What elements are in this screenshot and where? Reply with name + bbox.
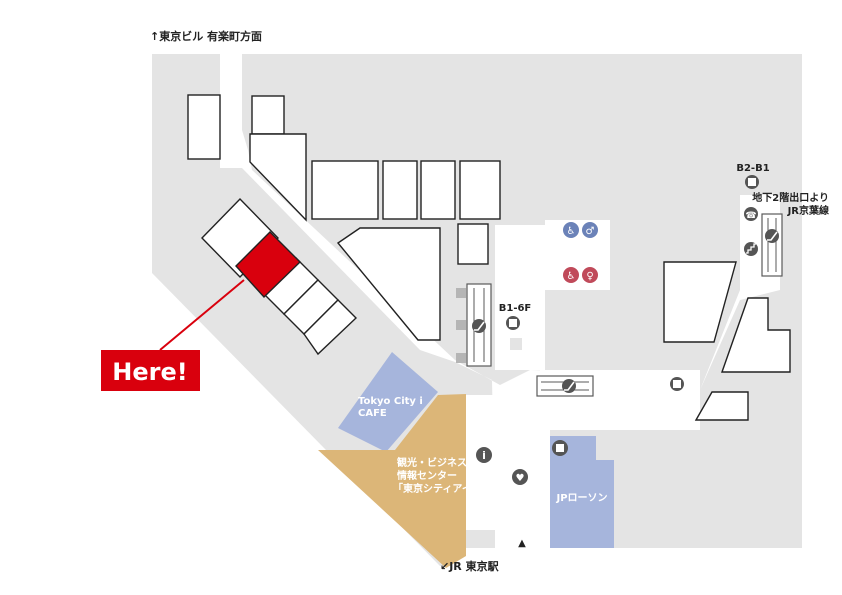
svg-text:♂: ♂ — [586, 226, 595, 237]
floor-range-center: B1-6F — [499, 303, 532, 314]
jp-lawson-area — [550, 436, 614, 548]
current-location-store — [235, 231, 301, 299]
south-direction-label: ↙JR 東京駅 — [440, 559, 499, 573]
escalator-icon — [472, 319, 486, 333]
north-direction-label: ↑東京ビル 有楽町方面 — [150, 29, 262, 43]
store — [420, 160, 456, 220]
store — [251, 95, 285, 135]
elevator-icon — [745, 175, 759, 189]
aed-icon: ♥ — [512, 469, 528, 485]
floor-range-right: B2-B1 — [736, 163, 769, 174]
store — [382, 160, 418, 220]
info-center-label-line2: 情報センター — [397, 469, 457, 482]
coin-locker-icon — [670, 377, 684, 391]
cafe-label-line1: Tokyo City i — [358, 396, 423, 407]
svg-text:i: i — [482, 449, 486, 462]
info-icon: i — [476, 447, 492, 463]
store-blocks — [187, 94, 791, 421]
store — [303, 299, 358, 356]
svg-text:♿: ♿ — [567, 226, 576, 237]
svg-text:♿: ♿ — [567, 271, 576, 282]
transfer-note-line1: 地下2階出口より — [752, 191, 829, 204]
phone-icon: ☎ — [744, 207, 758, 221]
info-center-label-line3: 「東京シティアイ」 — [393, 482, 482, 495]
elevator-icon — [506, 316, 520, 330]
store — [457, 223, 489, 265]
store — [694, 391, 749, 421]
svg-text:☎: ☎ — [745, 211, 756, 221]
corridor-south — [465, 395, 550, 548]
info-center-area — [318, 394, 466, 568]
store — [311, 160, 379, 220]
atm-icon — [552, 440, 568, 456]
escalator-icon — [562, 379, 576, 393]
store — [187, 94, 221, 160]
store — [663, 261, 737, 343]
info-center-label-line1: 観光・ビジネス — [397, 456, 467, 469]
svg-text:♀: ♀ — [586, 271, 593, 282]
accessible-restroom-icon: ♿ — [563, 267, 579, 283]
store — [249, 133, 307, 222]
cafe-label-line2: CAFE — [358, 408, 387, 419]
male-icon: ♂ — [582, 222, 598, 238]
store — [336, 227, 441, 341]
escalator-icon — [765, 229, 779, 243]
accessible-restroom-icon: ♿ — [563, 222, 579, 238]
here-marker-box — [101, 350, 200, 391]
exit-arrow: ▲ — [518, 538, 526, 549]
svg-text:♥: ♥ — [516, 473, 525, 484]
corridor-vertical — [495, 225, 545, 370]
stairs-icon — [744, 242, 758, 256]
store — [459, 160, 501, 220]
here-pointer-line — [159, 279, 245, 351]
store-label-jp-lawson: JPローソン — [555, 493, 607, 504]
cafe-area — [338, 352, 438, 452]
store — [721, 297, 791, 373]
transfer-note-line2: JR京葉線 — [787, 204, 829, 217]
female-icon: ♀ — [582, 267, 598, 283]
here-marker-label: Here! — [112, 358, 187, 386]
escalator-right — [761, 213, 783, 277]
